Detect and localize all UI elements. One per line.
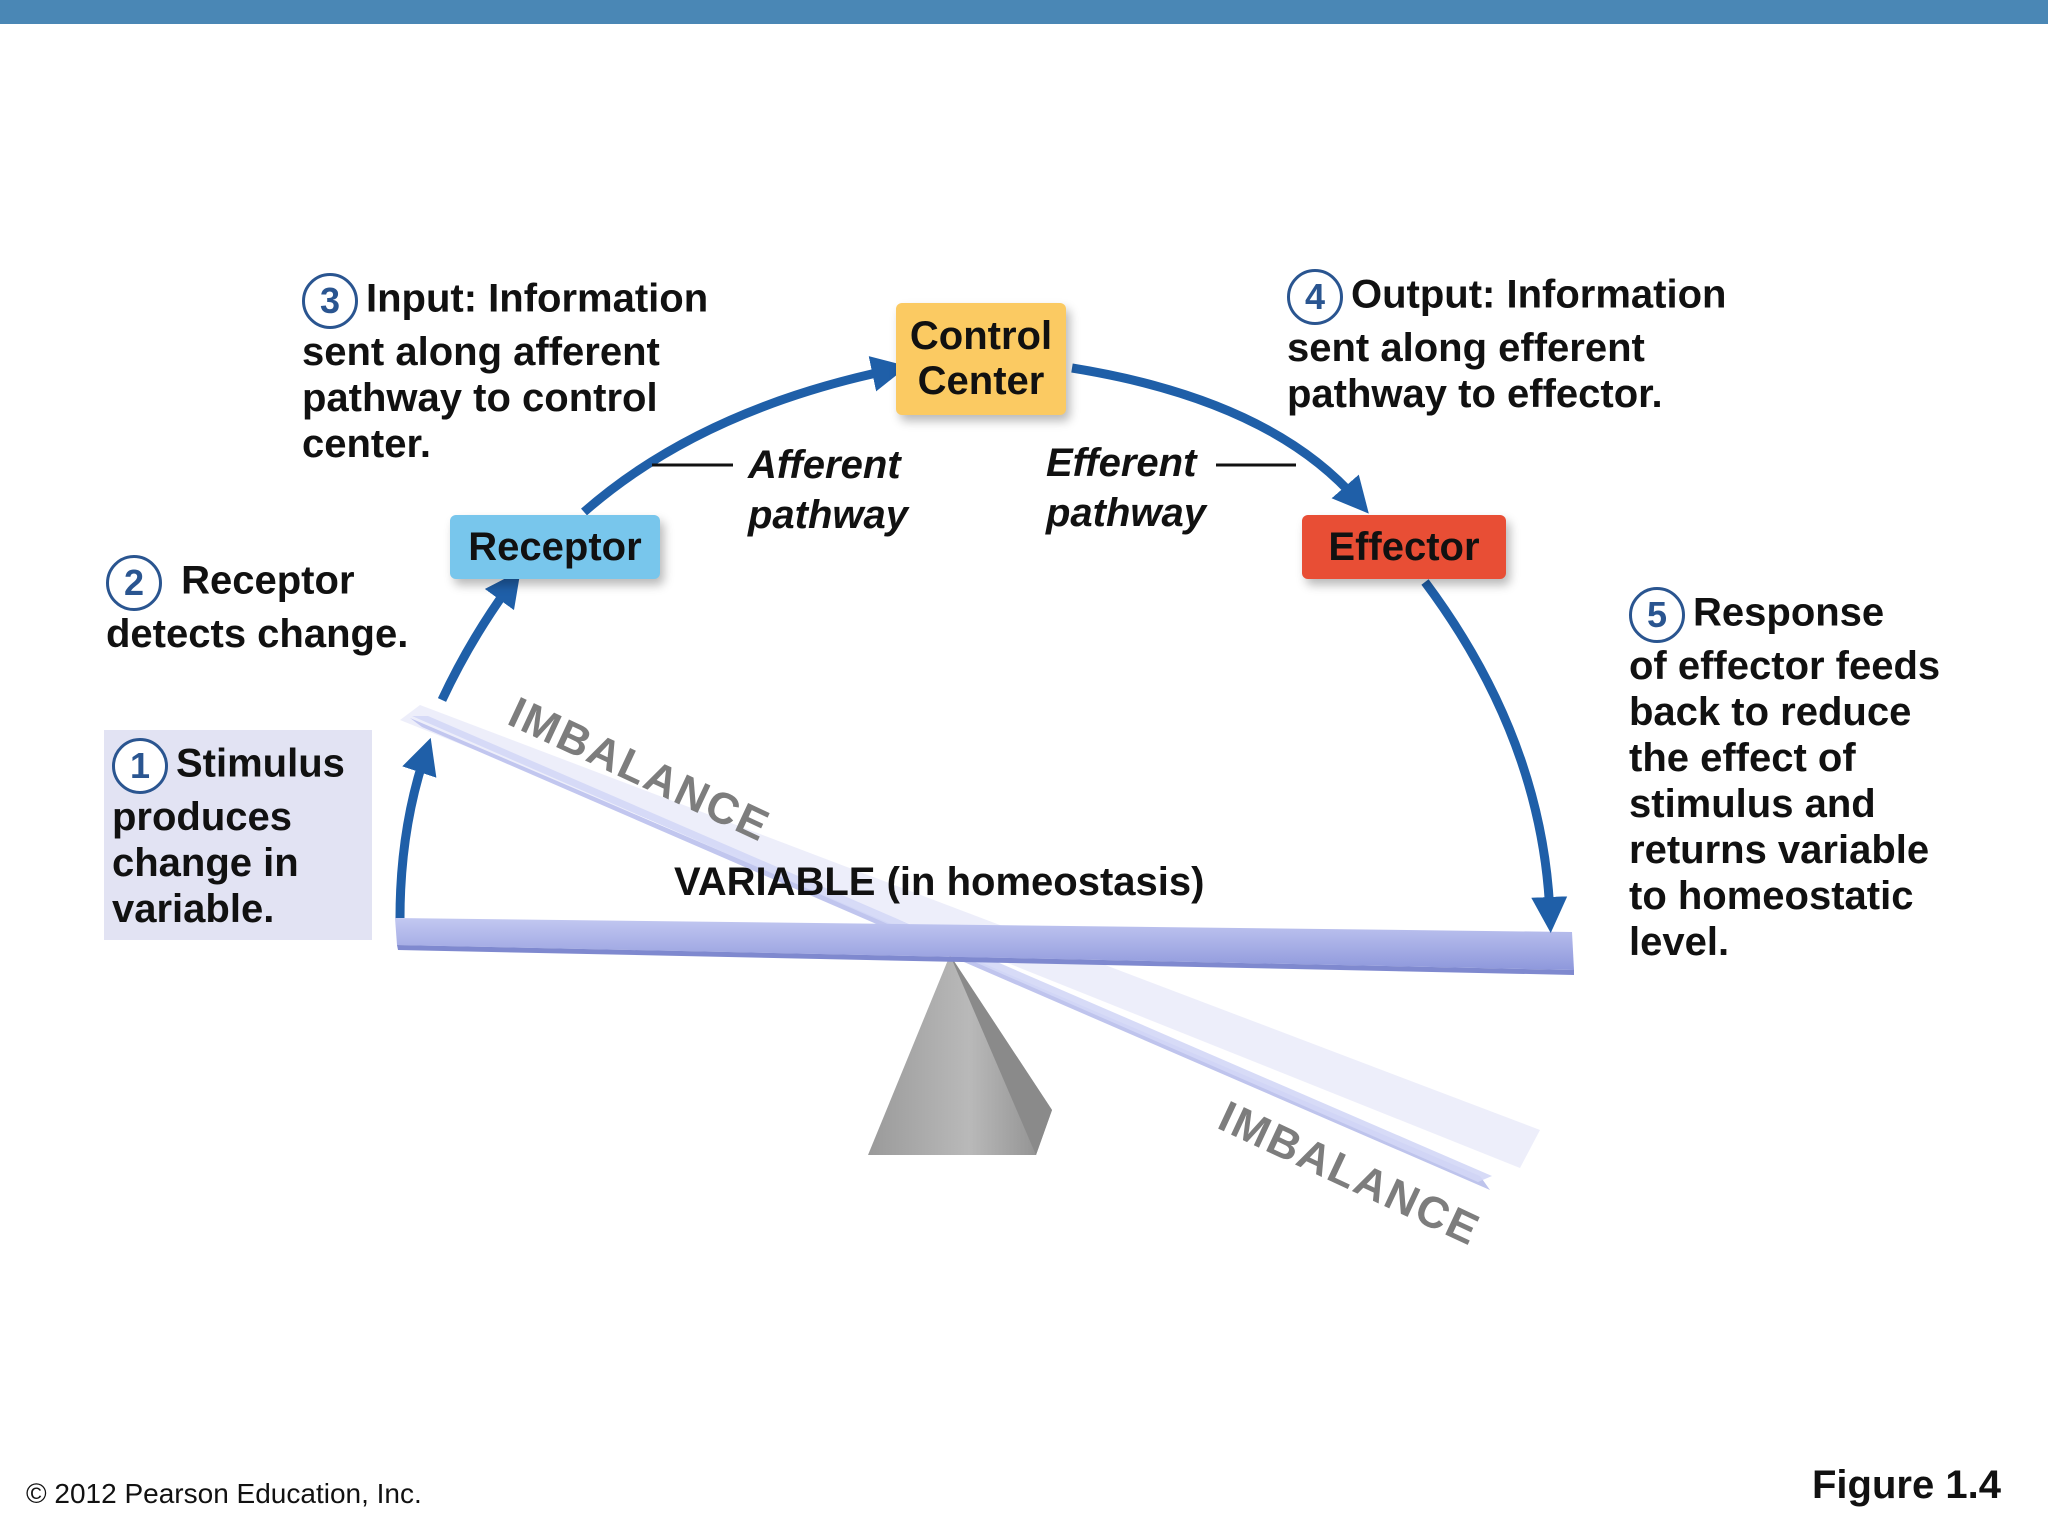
step-2-receptor: 2 Receptor detects change. [106, 555, 446, 657]
step-number-1: 1 [112, 738, 168, 794]
afferent-line2: pathway [748, 493, 909, 537]
step-4-line3: pathway to effector. [1287, 372, 1663, 416]
step-5-line8: level. [1629, 920, 1730, 964]
step-5-line6: returns variable [1629, 828, 1930, 872]
level-beam [395, 918, 1574, 970]
afferent-pathway-label: Afferent pathway [748, 440, 908, 540]
figure-number: Figure 1.4 [1812, 1463, 2001, 1507]
step-1-line1: Stimulus [176, 741, 345, 786]
header-bar [0, 0, 2048, 24]
efferent-pathway-label: Efferent pathway [1046, 438, 1206, 538]
variable-label-rest: (in homeostasis) [875, 860, 1205, 904]
step-5-line7: to homeostatic [1629, 874, 1914, 918]
step-5-line3: back to reduce [1629, 690, 1912, 734]
response-arrow [1421, 579, 1568, 933]
level-beam-edge [397, 945, 1574, 975]
step-5-line2: of effector feeds [1629, 644, 1941, 688]
effector-label: Effector [1328, 524, 1480, 569]
variable-label: VARIABLE (in homeostasis) [674, 860, 1204, 905]
effector-box: Effector [1302, 515, 1506, 579]
step-number-5: 5 [1629, 587, 1685, 643]
copyright-notice: © 2012 Pearson Education, Inc. [26, 1478, 422, 1509]
efferent-line1: Efferent [1046, 441, 1197, 485]
stimulus-arrow [395, 737, 437, 919]
step-2-line2: detects change. [106, 612, 409, 656]
step-1-line4: variable. [112, 887, 275, 931]
variable-label-bold: VARIABLE [674, 860, 876, 904]
step-5-line4: the effect of [1629, 736, 1856, 780]
step-4-line2: sent along efferent [1287, 326, 1645, 370]
step-number-4: 4 [1287, 269, 1343, 325]
step-number-3: 3 [302, 273, 358, 329]
receptor-box: Receptor [450, 515, 660, 579]
fulcrum [868, 955, 1052, 1155]
receptor-label: Receptor [468, 524, 642, 569]
control-center-box: Control Center [896, 303, 1066, 415]
step-5-line5: stimulus and [1629, 782, 1876, 826]
control-center-label-line2: Center [917, 359, 1045, 403]
control-center-label-line1: Control [909, 314, 1053, 359]
step-1-line3: change in [112, 841, 299, 885]
step-3-line4: center. [302, 422, 431, 466]
receptor-input-arrow [437, 570, 521, 702]
step-1-line2: produces [112, 795, 293, 839]
step-5-line1: Response [1693, 590, 1885, 635]
efferent-arrow [1071, 363, 1369, 514]
step-4-line1: Output: Information [1351, 272, 1727, 317]
afferent-line1: Afferent [748, 443, 901, 487]
step-3-line1: Input: Information [366, 276, 709, 321]
step-2-line1: Receptor [181, 558, 355, 603]
fulcrum-side [950, 955, 1052, 1155]
efferent-line2: pathway [1046, 491, 1207, 535]
afferent-arrow [581, 356, 908, 516]
step-3-line3: pathway to control [302, 376, 658, 420]
step-3-line2: sent along afferent [302, 330, 660, 374]
step-number-2: 2 [106, 555, 162, 611]
